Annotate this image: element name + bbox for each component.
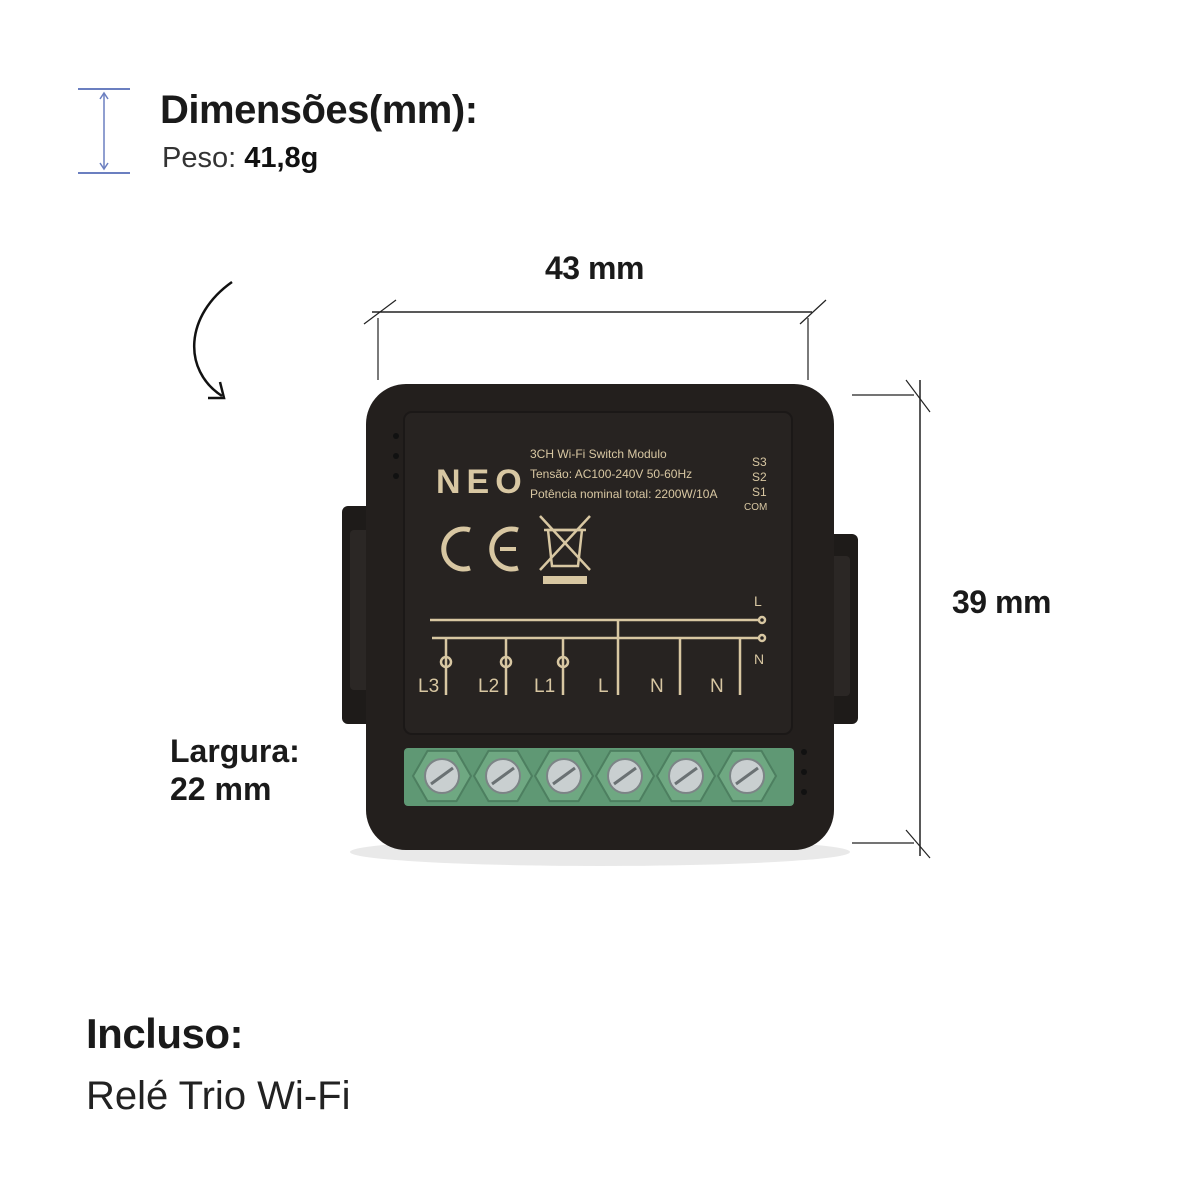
- wire-label-l3: L3: [418, 676, 439, 697]
- screw-slot: [735, 766, 759, 786]
- weight-info: Peso: 41,8g: [162, 142, 318, 175]
- device-model-line: 3CH Wi-Fi Switch Modulo: [530, 447, 667, 461]
- screw-slot: [491, 766, 515, 786]
- rotate-arrow-icon: [192, 280, 233, 398]
- wiring-diagram: [430, 615, 767, 695]
- length-dimension: 43 mm: [545, 250, 644, 286]
- wire-label-n2: N: [710, 676, 724, 697]
- right-label-l: L: [754, 593, 762, 609]
- screw-slot: [552, 766, 576, 786]
- screw-slot: [613, 766, 637, 786]
- side-label-com: COM: [744, 502, 767, 513]
- device-power-line: Potência nominal total: 2200W/10A: [530, 487, 717, 501]
- height-measure-line: [852, 379, 931, 859]
- dimension-icon: [78, 88, 130, 174]
- screw-slot: [674, 766, 698, 786]
- wire-label-l: L: [598, 676, 609, 697]
- included-title: Incluso:: [86, 1010, 244, 1057]
- weee-bin-icon: [539, 515, 591, 584]
- width-value: 22 mm: [170, 771, 272, 807]
- height-dimension: 39 mm: [952, 584, 1051, 620]
- screw-slot: [430, 766, 454, 786]
- width-dimension: Largura: 22 mm: [170, 732, 300, 808]
- device-logo: NEO: [436, 463, 528, 501]
- side-label-s2: S2: [752, 470, 767, 484]
- included-item: Relé Trio Wi-Fi: [86, 1074, 351, 1118]
- side-label-s1: S1: [752, 485, 767, 499]
- device-voltage-line: Tensão: AC100-240V 50-60Hz: [530, 467, 692, 481]
- right-label-n: N: [754, 651, 764, 667]
- weight-value: 41,8g: [244, 142, 319, 174]
- wire-label-l2: L2: [478, 676, 499, 697]
- page-title: Dimensões(mm):: [160, 88, 478, 132]
- width-label: Largura:: [170, 733, 300, 769]
- length-measure-line: [363, 299, 827, 380]
- wire-label-l1: L1: [534, 676, 555, 697]
- ce-mark-icon: [441, 526, 519, 572]
- weight-label: Peso:: [162, 142, 237, 174]
- wire-label-n1: N: [650, 676, 664, 697]
- side-label-s3: S3: [752, 455, 767, 469]
